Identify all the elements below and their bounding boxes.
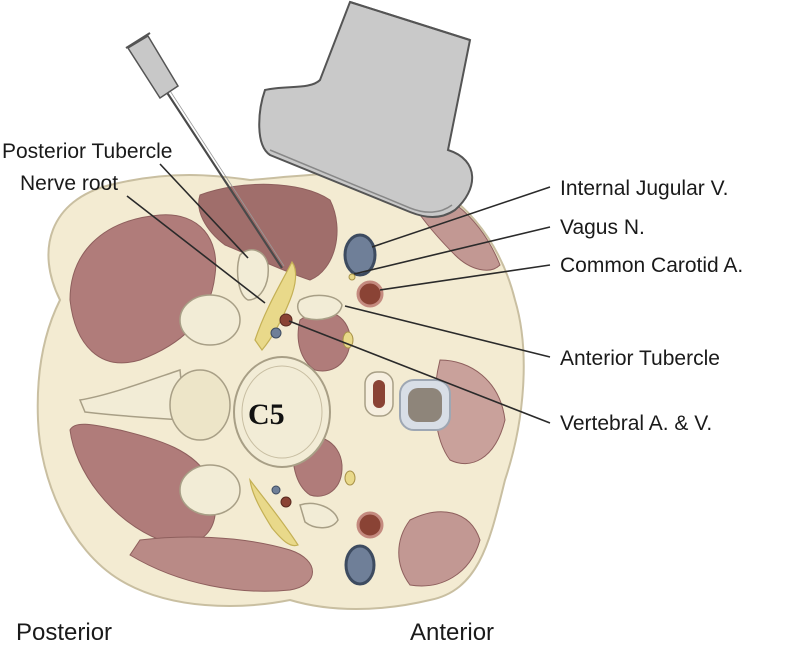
phrenic-nerve-lower [344, 470, 356, 486]
label-common-carotid: Common Carotid A. [560, 254, 743, 277]
leader-nerve-root [126, 195, 266, 304]
label-posterior: Posterior [16, 619, 112, 646]
vertebral-body-inner [241, 365, 323, 459]
common-carotid-artery [356, 280, 384, 308]
vertebral-vein [270, 327, 282, 339]
vertebral-artery [279, 313, 293, 327]
vertebral-artery-lower [280, 496, 292, 508]
label-vertebra: C5 [248, 398, 285, 431]
nerve-root-lower [249, 477, 299, 547]
label-anterior-tubercle: Anterior Tubercle [560, 347, 720, 370]
vertebral-vein-lower [271, 485, 281, 495]
transverse-process-lower [299, 502, 339, 529]
common-carotid-artery-lower [356, 511, 384, 539]
ultrasound-probe-icon [258, 0, 474, 218]
label-vertebral: Vertebral A. & V. [560, 412, 712, 435]
leader-vagus [353, 226, 551, 275]
lamina-left-upper [179, 294, 241, 346]
needle-icon [125, 32, 285, 269]
label-anterior: Anterior [410, 619, 494, 646]
lamina-left-lower [179, 464, 241, 516]
leader-posterior-tubercle [159, 163, 249, 259]
esophagus-lumen [373, 380, 385, 408]
leader-vertebral [288, 320, 551, 424]
label-nerve-root: Nerve root [20, 172, 118, 195]
muscle-upper-central [198, 183, 338, 281]
vertebral-body [233, 356, 331, 468]
leader-common-carotid [379, 264, 551, 291]
muscle-posterior-upper-left [69, 214, 217, 364]
vagus-nerve [348, 273, 356, 281]
internal-jugular-vein [343, 233, 377, 277]
muscle-lower-band [129, 536, 313, 592]
anterior-tubercle [296, 294, 343, 321]
trachea-lumen [408, 388, 442, 422]
muscle-anterior-lower-right [398, 511, 481, 587]
leader-anterior-tubercle [344, 305, 551, 358]
label-posterior-tubercle: Posterior Tubercle [2, 140, 172, 163]
internal-jugular-vein-lower [344, 544, 376, 586]
vertebral-arch [169, 369, 231, 441]
leader-internal-jugular [371, 186, 551, 248]
phrenic-nerve [342, 331, 354, 349]
label-vagus: Vagus N. [560, 216, 645, 239]
label-internal-jugular: Internal Jugular V. [560, 177, 729, 200]
